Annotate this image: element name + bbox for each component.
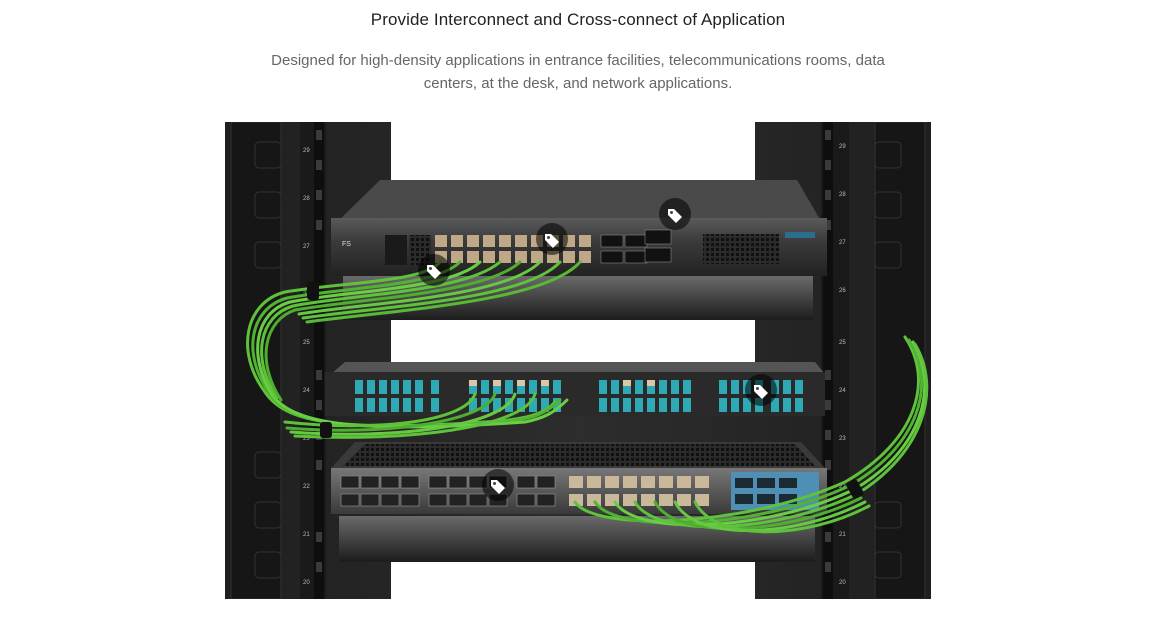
rack-unit-label: 21 xyxy=(839,532,846,538)
rack-unit-label: 23 xyxy=(839,436,846,442)
brand-logo: FS xyxy=(342,241,351,248)
hotspot-patch-panel[interactable] xyxy=(745,374,777,406)
rack-unit-label: 29 xyxy=(839,144,846,150)
rack-gap-middle xyxy=(391,320,755,362)
top-switch: FS xyxy=(331,180,827,276)
rack-unit-label: 22 xyxy=(303,484,310,490)
rack-gap-top xyxy=(391,122,755,180)
rack-unit-label: 20 xyxy=(839,580,846,586)
hotspot-top-switch-right[interactable] xyxy=(659,198,691,230)
rack-unit-label: 28 xyxy=(839,192,846,198)
rack-unit-label: 20 xyxy=(303,580,310,586)
price-tag-icon xyxy=(427,265,441,279)
top-shelf xyxy=(343,276,813,320)
price-tag-icon xyxy=(754,385,768,399)
rack-unit-label: 25 xyxy=(303,340,310,346)
green-fiber-cables xyxy=(246,260,929,534)
rack-unit-label: 26 xyxy=(839,288,846,294)
rack-photo: 29 28 27 26 25 24 23 22 21 20 29 28 27 2… xyxy=(225,122,931,599)
bottom-shelf xyxy=(339,516,815,562)
rack-gap-bottom xyxy=(391,562,755,599)
left-rack-post xyxy=(300,122,326,599)
rack-unit-label: 21 xyxy=(303,532,310,538)
rack-unit-label: 24 xyxy=(839,388,846,394)
hotspot-top-switch-cables[interactable] xyxy=(418,254,450,286)
cable-ties xyxy=(307,282,864,499)
rack-unit-label: 28 xyxy=(303,196,310,202)
price-tag-icon xyxy=(545,234,559,248)
price-tag-icon xyxy=(491,480,505,494)
price-tag-icon xyxy=(668,209,682,223)
rack-unit-label: 24 xyxy=(303,388,310,394)
section-subtitle: Designed for high-density applications i… xyxy=(271,52,885,92)
hotspot-top-switch-ports[interactable] xyxy=(536,223,568,255)
rack-unit-label: 23 xyxy=(303,436,310,442)
bottom-switch xyxy=(331,442,827,514)
rack-unit-label: 25 xyxy=(839,340,846,346)
rack-unit-label: 22 xyxy=(839,484,846,490)
rack-unit-label: 27 xyxy=(839,240,846,246)
hotspot-bottom-switch[interactable] xyxy=(482,469,514,501)
rack-unit-label: 27 xyxy=(303,244,310,250)
section-title: Provide Interconnect and Cross-connect o… xyxy=(370,10,786,29)
rack-unit-label: 29 xyxy=(303,148,310,154)
